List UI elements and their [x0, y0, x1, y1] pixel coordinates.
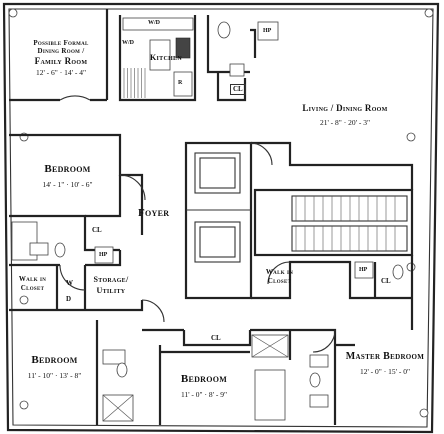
bathtub — [254, 369, 286, 421]
storage-line2: Utility — [96, 286, 126, 295]
hp-tag-top: HP — [263, 28, 272, 34]
closet-tag-bedroom-nw: CL — [92, 226, 102, 234]
wall — [85, 250, 122, 267]
toilet — [54, 242, 66, 258]
bedroom-nw-name: Bedroom — [44, 163, 91, 175]
door-swing — [119, 174, 146, 201]
formal-dining-line2: Dining Room / — [37, 47, 85, 55]
stair-core — [253, 188, 414, 257]
bedroom-sw-name: Bedroom — [31, 354, 78, 366]
wd-tag-left: W/D — [122, 40, 134, 46]
stair — [291, 195, 408, 222]
kitchen-stair-hatch — [123, 68, 146, 98]
column — [406, 132, 416, 142]
stair-treads — [295, 196, 396, 251]
toilet — [309, 372, 321, 388]
hp-tag-right: HP — [359, 267, 368, 273]
wall — [182, 330, 252, 347]
column — [419, 408, 429, 418]
shower-x — [251, 334, 289, 358]
bedroom-nw-label: Bedroom 14' - 1" · 10' - 6" — [20, 164, 115, 189]
master-bedroom-name: Master Bedroom — [345, 351, 425, 362]
toilet — [217, 21, 231, 39]
formal-dining-line3: Family Room — [34, 56, 88, 66]
elevator-core — [184, 141, 253, 300]
kitchen-label: Kitchen — [150, 53, 182, 62]
living-dining-dims: 21' - 8" · 20' - 3" — [319, 118, 371, 127]
fridge-tag: R — [178, 80, 183, 86]
walk-in-center-line2: Closet — [267, 277, 292, 285]
column — [19, 295, 29, 305]
hp-unit — [257, 21, 279, 41]
outer-wall-inner — [8, 8, 434, 428]
foyer-label: Foyer — [138, 207, 170, 219]
shower-x — [102, 394, 134, 422]
elevator-car — [194, 221, 241, 263]
walk-in-center-line1: Walk in — [265, 268, 294, 276]
closet-tag-master: CL — [381, 277, 391, 285]
formal-dining-line1: Possible Formal — [33, 39, 89, 47]
wall — [251, 260, 412, 300]
door-swing — [249, 142, 273, 166]
bedroom-s-label: Bedroom 11' - 0" · 8' - 9" — [165, 374, 243, 399]
kitchen-counter — [122, 17, 194, 31]
wall — [251, 141, 414, 190]
living-dining-name: Living / Dining Room — [302, 103, 388, 113]
wall — [85, 175, 122, 218]
master-bedroom-dims: 12' - 0" · 15' - 0" — [359, 367, 411, 376]
storage-line1: Storage/ — [93, 275, 129, 284]
stair — [291, 225, 408, 252]
living-dining-label: Living / Dining Room 21' - 8" · 20' - 3" — [285, 104, 405, 127]
range — [175, 37, 191, 59]
walk-in-left-line1: Walk in — [18, 275, 47, 283]
sink — [102, 349, 126, 365]
bedroom-s-dims: 11' - 0" · 8' - 9" — [180, 390, 228, 399]
formal-dining-dims: 12' - 6" · 14' - 4" — [35, 68, 87, 77]
toilet — [392, 264, 404, 280]
refrigerator — [173, 71, 193, 97]
door-swing — [59, 264, 86, 291]
column — [19, 400, 29, 410]
hp-unit — [354, 261, 374, 279]
bedroom-sw-dims: 11' - 10" · 13' - 8" — [27, 371, 82, 380]
bedroom-nw-dims: 14' - 1" · 10' - 6" — [42, 180, 93, 189]
column — [8, 8, 18, 18]
door-swing — [267, 261, 291, 285]
hp-tag-left: HP — [99, 252, 108, 258]
wall — [206, 15, 250, 74]
formal-dining-label: Possible Formal Dining Room / Family Roo… — [14, 40, 108, 77]
toilet — [116, 362, 128, 378]
column — [424, 8, 434, 18]
hp-unit — [94, 246, 114, 264]
elevator-car — [194, 152, 241, 194]
storage-label: Storage/ Utility — [86, 276, 136, 295]
wall — [118, 15, 197, 102]
walk-in-left-label: Walk in Closet — [10, 276, 55, 292]
dryer-tag: D — [66, 295, 72, 303]
door-swing — [59, 95, 91, 101]
closet-tag-bedroom-s: CL — [211, 334, 221, 342]
sink — [29, 242, 49, 256]
elevator-car-inner — [199, 226, 236, 258]
sink — [229, 63, 245, 77]
wall — [250, 28, 257, 58]
bedroom-sw-label: Bedroom 11' - 10" · 13' - 8" — [12, 355, 97, 380]
washer-tag: W — [66, 279, 73, 287]
walk-in-center-label: Walk in Closet — [257, 269, 302, 285]
elevator-car-inner — [199, 157, 236, 189]
walk-in-left-line2: Closet — [20, 284, 45, 292]
master-bedroom-label: Master Bedroom 12' - 0" · 15' - 0" — [336, 352, 434, 376]
kitchen-island — [149, 39, 171, 71]
closet-tag-kitchen: CL — [230, 84, 246, 95]
door-swing — [141, 299, 165, 323]
bedroom-s-name: Bedroom — [180, 373, 228, 385]
door-swing — [312, 329, 336, 353]
sink — [309, 354, 329, 368]
sink — [309, 394, 329, 408]
wall — [9, 300, 144, 312]
wd-tag-top: W/D — [148, 20, 160, 26]
